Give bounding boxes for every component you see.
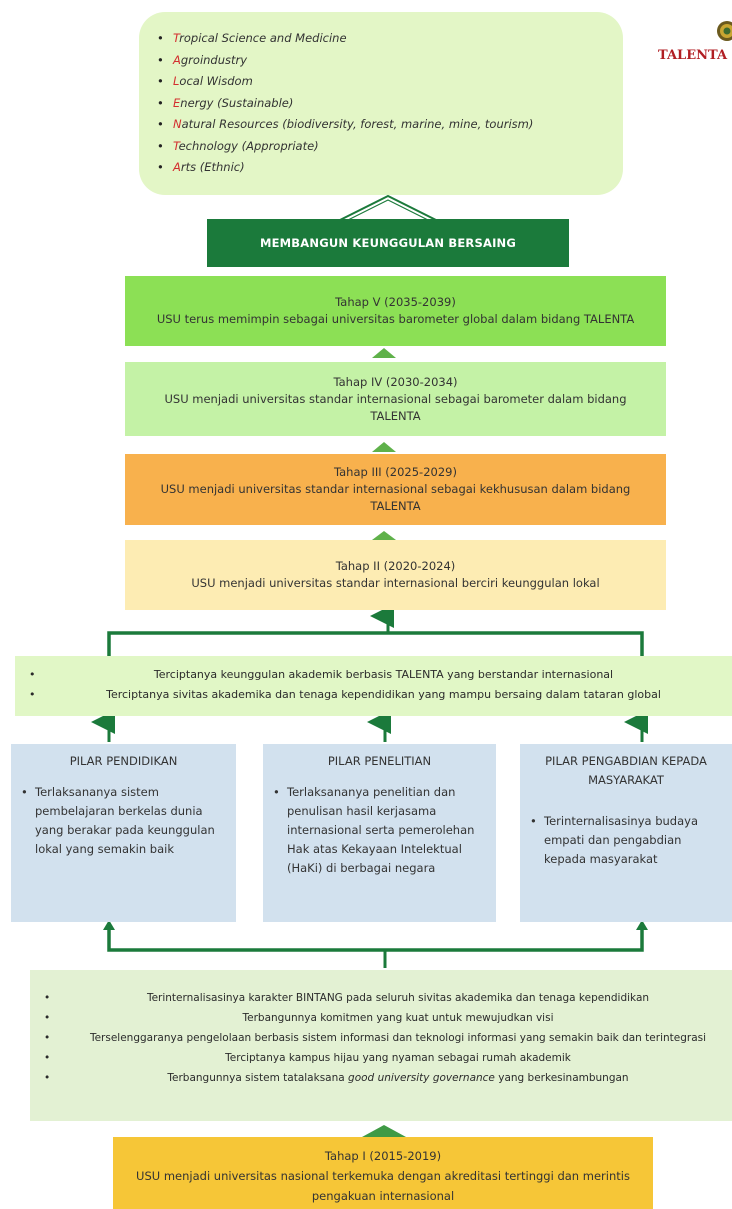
stage-2-title: Tahap II (2020-2024) (335, 559, 456, 573)
stage-3-box: Tahap III (2025-2029) USU menjadi univer… (125, 454, 666, 525)
focus-item-energy: Energy (Sustainable) (157, 93, 533, 115)
foundation-item: •Terselenggaranya pengelolaan berbasis s… (44, 1032, 707, 1044)
pillar-community-service: PILAR PENGABDIAN KEPADA MASYARAKAT •Teri… (520, 744, 732, 922)
stage-2-box: Tahap II (2020-2024) USU menjadi univers… (125, 540, 666, 610)
talenta-logo: TALENTA (650, 18, 732, 68)
foundation-item: •Terinternalisasinya karakter BINTANG pa… (44, 992, 650, 1004)
focus-areas-list: Tropical Science and Medicine Agroindust… (157, 28, 533, 179)
stage-1-desc: USU menjadi universitas nasional terkemu… (136, 1169, 630, 1203)
stage-5-desc: USU terus memimpin sebagai universitas b… (156, 312, 635, 326)
competitive-advantage-banner: MEMBANGUN KEUNGGULAN BERSAING (207, 219, 569, 267)
stage-3-title: Tahap III (2025-2029) (334, 465, 457, 479)
pillar-community-title: PILAR PENGABDIAN KEPADA MASYARAKAT (545, 754, 707, 787)
stage-3-desc: USU menjadi universitas standar internas… (160, 482, 631, 513)
stage-triangle-5 (372, 348, 396, 358)
focus-item-arts: Arts (Ethnic) (157, 157, 533, 179)
arrow-pillar3-head (636, 920, 648, 930)
focus-item-agroindustry: Agroindustry (157, 50, 533, 72)
outcome-item: •Terciptanya sivitas akademika dan tenag… (29, 688, 661, 701)
pillar-community-body: •Terinternalisasinya budaya empati dan p… (530, 814, 699, 866)
stage-triangle-3 (372, 531, 396, 540)
stage-1-box: Tahap I (2015-2019) USU menjadi universi… (113, 1137, 653, 1209)
stage-1-title: Tahap I (2015-2019) (324, 1149, 442, 1163)
stage-4-title: Tahap IV (2030-2034) (333, 374, 458, 389)
stage-4-box: Tahap IV (2030-2034) USU menjadi univers… (125, 362, 666, 436)
foundation-item: •Terbangunnya komitmen yang kuat untuk m… (44, 1012, 554, 1024)
foundation-box: •Terinternalisasinya karakter BINTANG pa… (30, 970, 732, 1121)
university-emblem-icon (717, 21, 732, 41)
pillar-education-title: PILAR PENDIDIKAN (69, 754, 178, 768)
stage-5-title: Tahap V (2035-2039) (335, 295, 456, 309)
banner-chevron-inner (347, 199, 429, 221)
focus-areas-box: Tropical Science and Medicine Agroindust… (139, 12, 623, 195)
focus-item-natural-resources: Natural Resources (biodiversity, forest,… (157, 114, 533, 136)
banner-chevron (339, 194, 437, 221)
focus-item-local-wisdom: Local Wisdom (157, 71, 533, 93)
logo-text: TALENTA (658, 48, 728, 63)
pillar-research: PILAR PENELITIAN •Terlaksananya peneliti… (263, 744, 496, 922)
foundation-item: •Terciptanya kampus hijau yang nyaman se… (44, 1052, 571, 1064)
stage-4-desc: USU menjadi universitas standar internas… (164, 391, 627, 423)
focus-item-technology: Technology (Appropriate) (157, 136, 533, 158)
lower-bracket (107, 928, 644, 952)
stage-triangle-4 (372, 442, 396, 452)
pillar-education-body: •Terlaksananya sistem pembelajaran berke… (21, 785, 215, 856)
outcome-item: •Terciptanya keunggulan akademik berbasi… (29, 668, 614, 681)
outcomes-box: •Terciptanya keunggulan akademik berbasi… (15, 656, 732, 716)
upper-bracket (107, 631, 644, 656)
pillar-education: PILAR PENDIDIKAN •Terlaksananya sistem p… (11, 744, 236, 922)
foundation-item: •Terbangunnya sistem tatalaksana good un… (44, 1072, 629, 1084)
pillar-research-body: •Terlaksananya penelitian dan penulisan … (273, 785, 475, 875)
focus-item-tropical: Tropical Science and Medicine (157, 28, 533, 50)
stage-5-box: Tahap V (2035-2039) USU terus memimpin s… (125, 276, 666, 346)
arrow-pillar1-head (103, 920, 115, 930)
pillar-research-title: PILAR PENELITIAN (327, 754, 432, 768)
stage-2-desc: USU menjadi universitas standar internas… (191, 576, 600, 590)
stage-triangle-1 (362, 1125, 406, 1137)
